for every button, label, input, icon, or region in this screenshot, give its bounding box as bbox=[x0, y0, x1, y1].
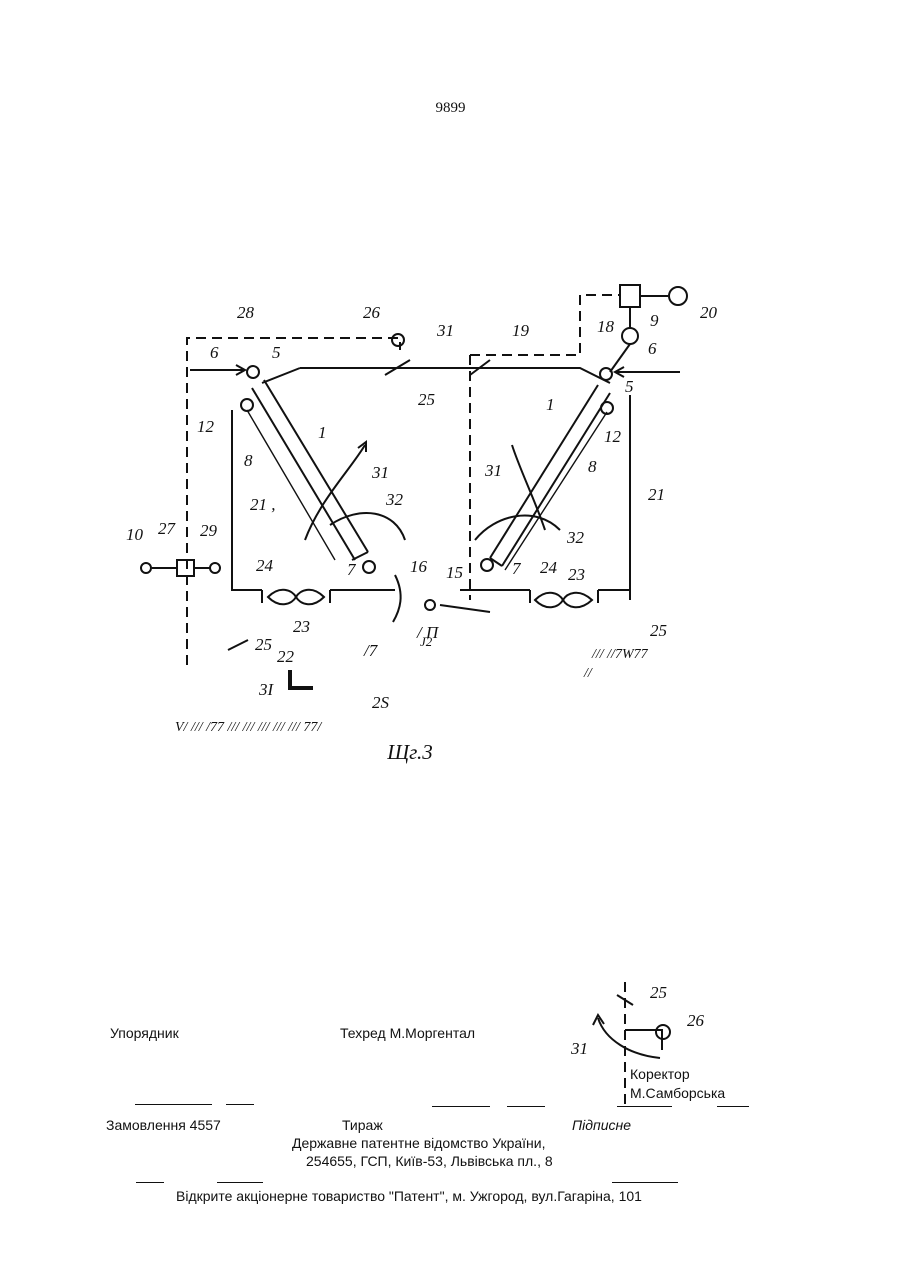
label-24-right: 24 bbox=[540, 558, 558, 577]
left-hood bbox=[262, 368, 300, 383]
control-line-28 bbox=[187, 338, 400, 665]
label-2s: 2S bbox=[372, 693, 390, 712]
label-10: 10 bbox=[126, 525, 144, 544]
fan-23-left bbox=[268, 590, 324, 604]
signature-rule-8 bbox=[217, 1182, 263, 1183]
figure-caption: Щг.3 bbox=[0, 740, 820, 765]
printer-line: Відкрите акціонерне товариство "Патент",… bbox=[176, 1188, 642, 1204]
label-31-left: 31 bbox=[371, 463, 389, 482]
label-18: 18 bbox=[597, 317, 615, 336]
sensor-29 bbox=[210, 563, 220, 573]
label-27: 27 bbox=[158, 519, 177, 538]
label-29: 29 bbox=[200, 521, 218, 540]
sensor-16 bbox=[425, 600, 435, 610]
label-12-left: 12 bbox=[197, 417, 215, 436]
label-9: 9 bbox=[650, 311, 659, 330]
controller-27 bbox=[177, 560, 194, 576]
signature-rule-4 bbox=[507, 1106, 545, 1107]
link-9-5 bbox=[610, 344, 630, 372]
label-24-left: 24 bbox=[256, 556, 274, 575]
inset-label-26: 26 bbox=[687, 1011, 705, 1030]
arrow-25-left bbox=[228, 640, 248, 650]
tube-1-left-a bbox=[252, 388, 355, 560]
label-31-top: 31 bbox=[436, 321, 454, 340]
sensor-20 bbox=[669, 287, 687, 305]
label-8-left: 8 bbox=[244, 451, 253, 470]
nozzle-5-right bbox=[600, 368, 612, 380]
label-17: /7 bbox=[363, 641, 379, 660]
label-20: 20 bbox=[700, 303, 718, 322]
label-21-right: 21 bbox=[648, 485, 665, 504]
manifold-7-right bbox=[481, 559, 493, 571]
label-31-right: 31 bbox=[484, 461, 502, 480]
inset-label-31: 31 bbox=[570, 1039, 588, 1058]
signature-rule-5 bbox=[617, 1106, 672, 1107]
corrector-name: М.Самборська bbox=[630, 1085, 725, 1101]
arrow-L-symbol bbox=[290, 670, 313, 688]
label-23-left: 23 bbox=[293, 617, 310, 636]
exit-flow-15 bbox=[440, 605, 490, 612]
tube-1-right-b bbox=[502, 393, 610, 566]
compiler-label: Упорядник bbox=[110, 1025, 179, 1041]
inset-arrow-31 bbox=[598, 1018, 660, 1058]
label-1-left: 1 bbox=[318, 423, 327, 442]
signature-rule-6 bbox=[717, 1106, 749, 1107]
label-21-left: 21 , bbox=[250, 495, 276, 514]
floor-hatch-right-2: // bbox=[583, 666, 593, 681]
label-15: 15 bbox=[446, 563, 463, 582]
sensor-10 bbox=[141, 563, 151, 573]
label-6-right: 6 bbox=[648, 339, 657, 358]
order-number: Замовлення 4557 bbox=[106, 1117, 221, 1133]
corrector-label: Коректор bbox=[630, 1066, 690, 1082]
manifold-12-left bbox=[241, 399, 253, 411]
label-12-right: 12 bbox=[604, 427, 622, 446]
office-line-2: 254655, ГСП, Київ-53, Львівська пл., 8 bbox=[306, 1153, 553, 1169]
tube-1-left-cap bbox=[352, 552, 368, 560]
office-line-1: Державне патентне відомство України, bbox=[292, 1135, 546, 1151]
label-5-right: 5 bbox=[625, 377, 634, 396]
manifold-7-left bbox=[363, 561, 375, 573]
right-chamber-roof bbox=[470, 368, 610, 383]
label-28: 28 bbox=[237, 303, 255, 322]
airflow-32-right bbox=[475, 516, 560, 540]
label-26: 26 bbox=[363, 303, 381, 322]
label-22: 22 bbox=[277, 647, 295, 666]
label-19: 19 bbox=[512, 321, 530, 340]
label-7-left: 7 bbox=[347, 560, 357, 579]
label-32-left: 32 bbox=[385, 490, 404, 509]
label-16: 16 bbox=[410, 557, 428, 576]
nozzle-5-left bbox=[247, 366, 259, 378]
signature-rule-7 bbox=[136, 1182, 164, 1183]
sensor-26 bbox=[392, 334, 404, 346]
exit-flow-17 bbox=[393, 575, 401, 622]
label-8-right: 8 bbox=[588, 457, 597, 476]
label-32-right: 32 bbox=[566, 528, 585, 547]
inset-label-25: 25 bbox=[650, 983, 667, 1002]
circulation-label: Тираж bbox=[342, 1117, 383, 1133]
label-j2: J2 bbox=[420, 634, 433, 649]
label-25-left: 25 bbox=[255, 635, 272, 654]
label-23-right: 23 bbox=[568, 565, 585, 584]
fan-23-right bbox=[535, 593, 592, 607]
label-1-right: 1 bbox=[546, 395, 555, 414]
floor-hatch-left: V/ /// /77 /// /// /// /// /// 77/ bbox=[175, 720, 322, 735]
floor-hatch-right-1: /// //7W77 bbox=[591, 647, 649, 662]
label-5-left: 5 bbox=[272, 343, 281, 362]
label-31-bottom: 3I bbox=[258, 680, 275, 699]
signature-rule-2 bbox=[226, 1104, 254, 1105]
signature-rule-9 bbox=[612, 1182, 678, 1183]
signature-rule-3 bbox=[432, 1106, 490, 1107]
signature-rule-1 bbox=[135, 1104, 212, 1105]
tube-8-right bbox=[505, 412, 607, 570]
label-25-top: 25 bbox=[418, 390, 435, 409]
controller-18 bbox=[620, 285, 640, 307]
sensor-9 bbox=[622, 328, 638, 344]
label-6-left: 6 bbox=[210, 343, 219, 362]
techred-label: Техред М.Моргентал bbox=[340, 1025, 475, 1041]
label-25-right: 25 bbox=[650, 621, 667, 640]
subscription-label: Підписне bbox=[572, 1117, 631, 1133]
label-7-right: 7 bbox=[512, 559, 522, 578]
